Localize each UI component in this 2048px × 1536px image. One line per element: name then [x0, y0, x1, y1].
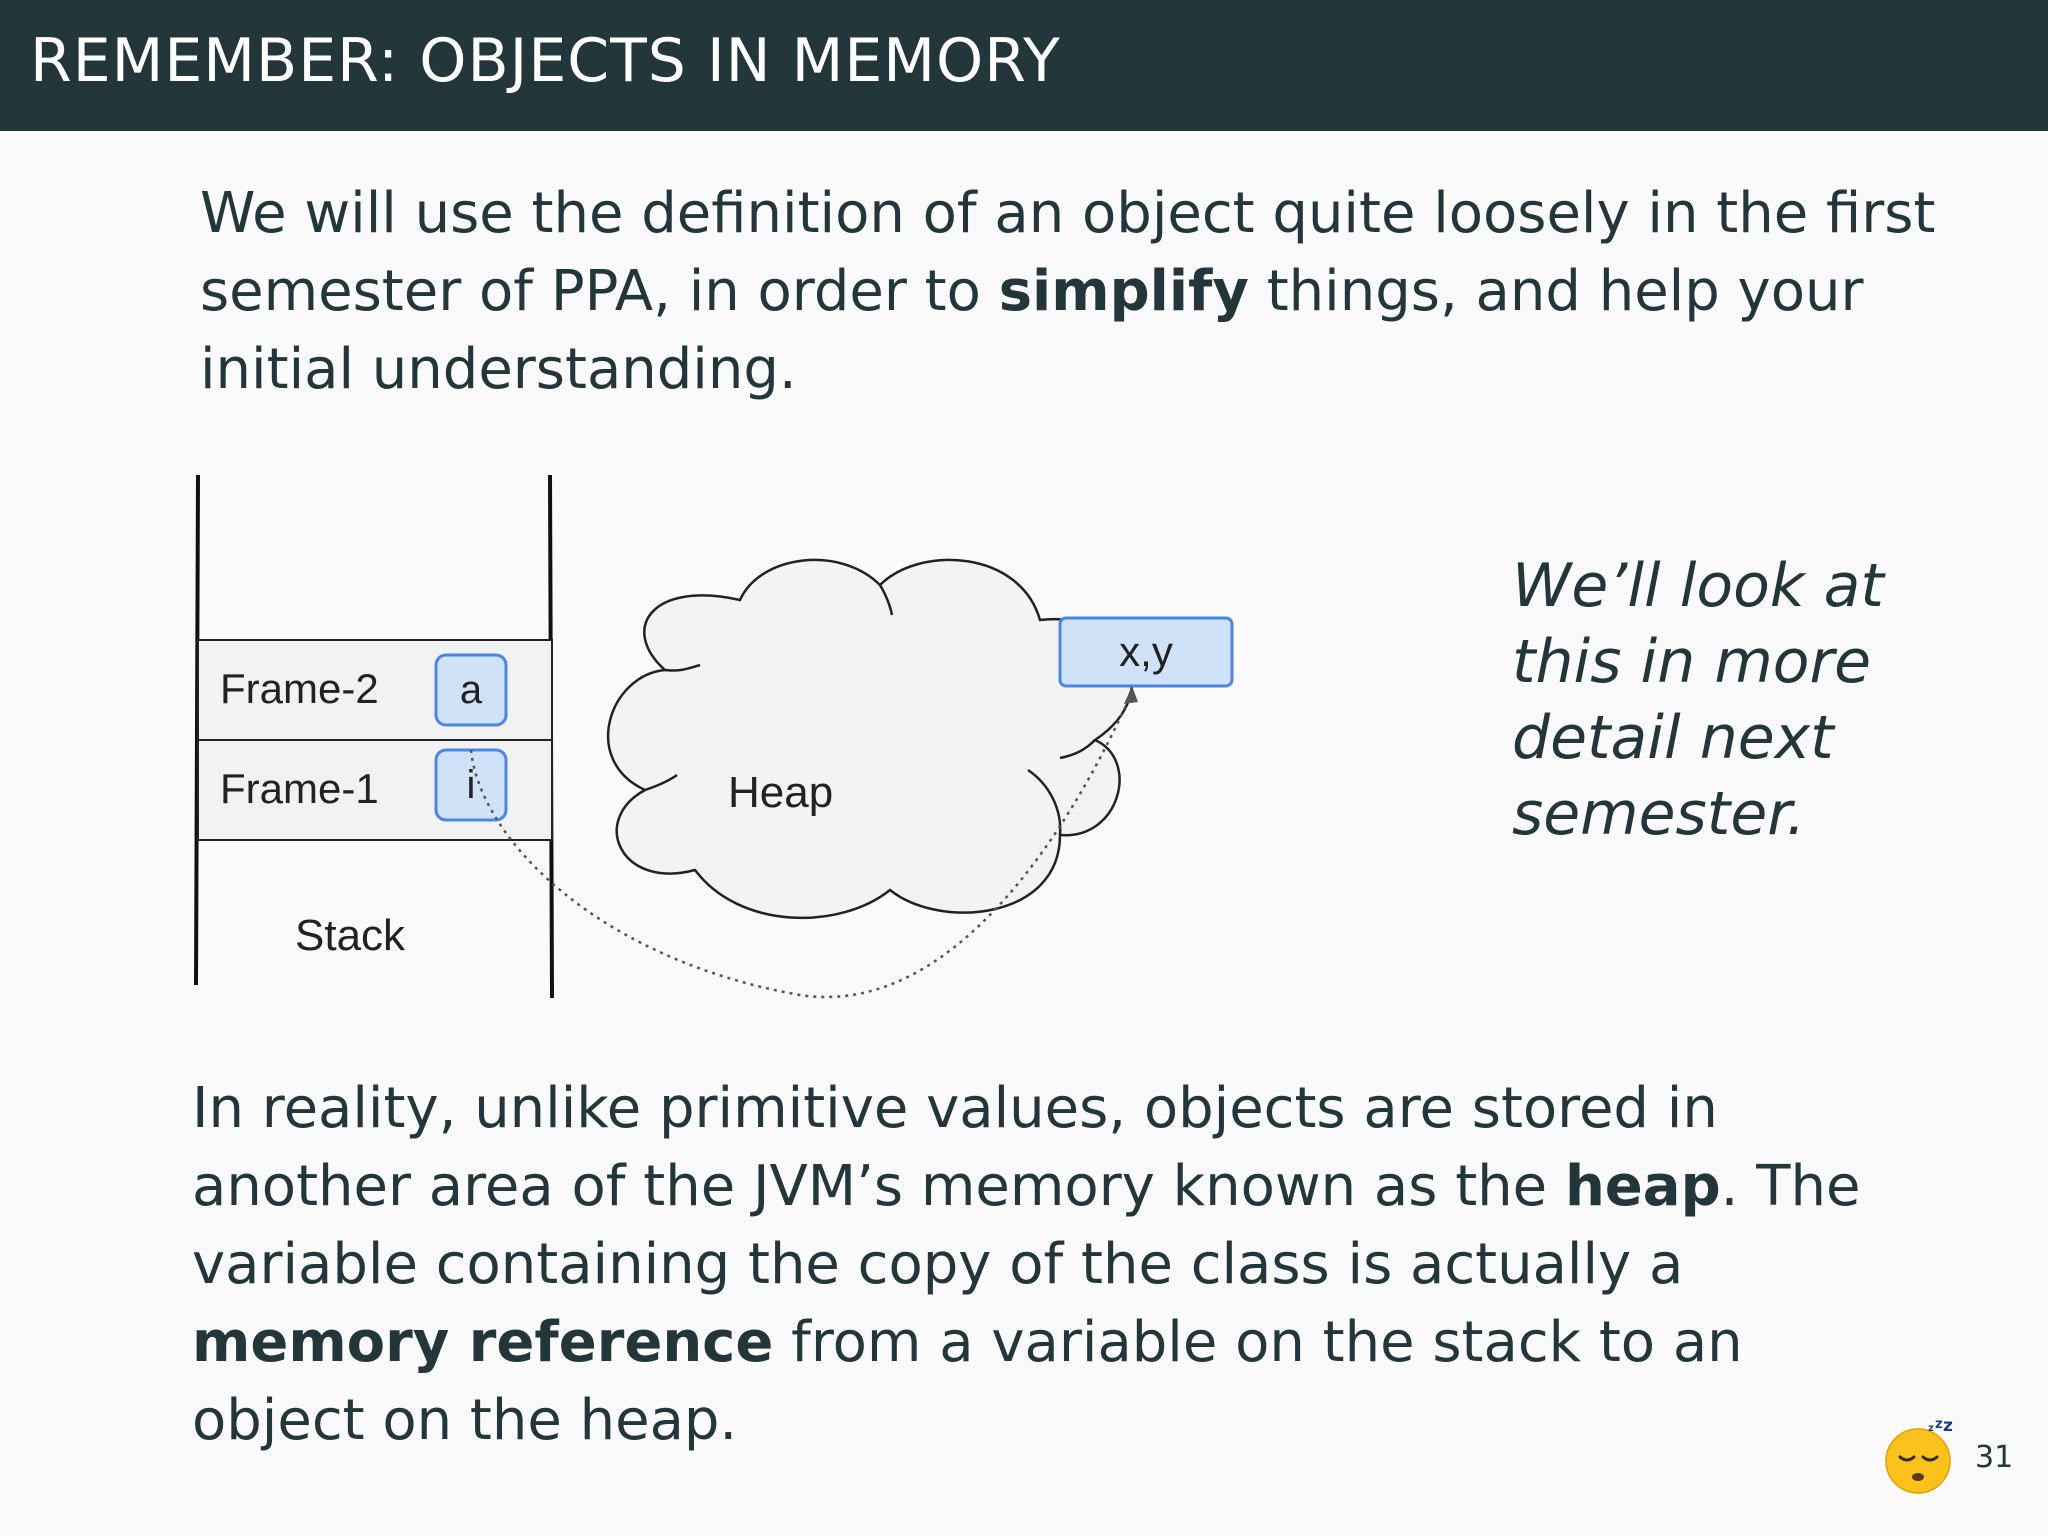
- memory-diagram: Frame-2 Frame-1 a i Stack Heap x,y: [194, 474, 1234, 999]
- intro-text-1: We will use the definition of an object …: [200, 181, 1936, 324]
- body-paragraph: In reality, unlike primitive values, obj…: [192, 1070, 1932, 1460]
- intro-bold-simplify: simplify: [998, 259, 1249, 324]
- title-bar: REMEMBER: OBJECTS IN MEMORY: [0, 0, 2048, 131]
- var-box-a: [434, 653, 508, 727]
- sleeping-face-icon: z z z: [1885, 1416, 1953, 1494]
- stack-label: Stack: [295, 911, 406, 960]
- side-note: We’ll look at this in more detail next s…: [1512, 551, 1884, 849]
- var-label-a: a: [460, 668, 483, 712]
- cloud-inner-curve-5: [878, 584, 894, 616]
- frame-1-label: Frame-1: [220, 765, 379, 812]
- page-number: 31: [1975, 1440, 2014, 1475]
- frame-2-label: Frame-2: [220, 665, 379, 712]
- body-text-1: In reality, unlike primitive values, obj…: [192, 1076, 1718, 1219]
- var-label-i: i: [467, 763, 476, 807]
- heap-cloud: [606, 558, 1134, 920]
- reference-arrowhead: [1124, 686, 1138, 704]
- body-text-3: from a variable on the stack to an objec…: [192, 1310, 1743, 1453]
- slide-title: REMEMBER: OBJECTS IN MEMORY: [30, 26, 1061, 96]
- svg-text:z: z: [1928, 1423, 1934, 1434]
- cloud-inner-curve-4: [1059, 739, 1096, 760]
- body-bold-memory-reference: memory reference: [192, 1310, 774, 1375]
- cloud-inner-curve-1: [664, 663, 701, 672]
- heap-object-label: x,y: [1119, 628, 1173, 675]
- intro-text-2: things, and help your initial understand…: [200, 259, 1864, 402]
- heap-object-box: [1058, 616, 1234, 688]
- body-text-2: . The variable containing the copy of th…: [192, 1154, 1861, 1297]
- body-bold-heap: heap: [1564, 1154, 1721, 1219]
- cloud-inner-curve-2: [644, 773, 678, 792]
- svg-text:z: z: [1935, 1417, 1943, 1432]
- heap-label: Heap: [728, 768, 833, 817]
- intro-paragraph: We will use the definition of an object …: [200, 175, 1990, 409]
- svg-text:z: z: [1943, 1416, 1953, 1436]
